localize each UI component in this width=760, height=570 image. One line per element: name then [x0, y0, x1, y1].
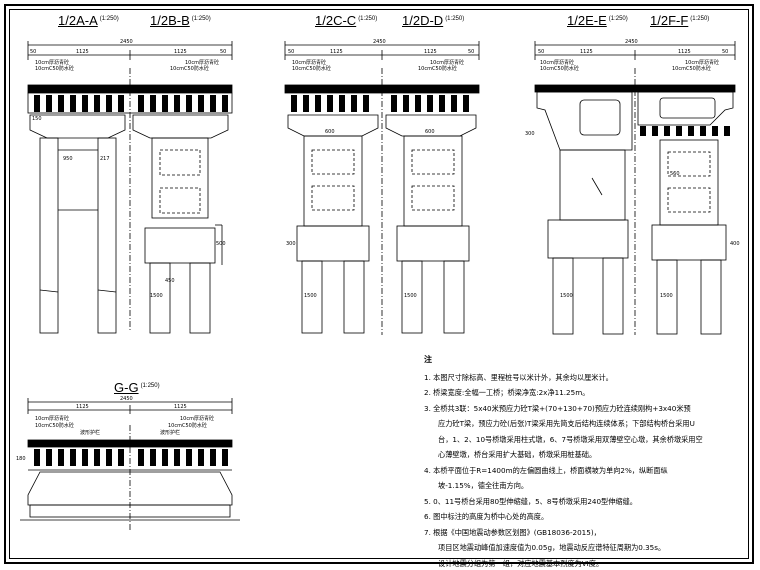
- section-gg: [20, 398, 240, 530]
- layer1-g-left: 10cm厚沥青砼: [35, 415, 69, 422]
- section-title-f: 1/2F-F(1:250): [650, 13, 710, 28]
- note-line: 2. 桥梁宽度:全幅一工桥；桥梁净宽:2x净11.25m。: [424, 388, 590, 397]
- dim-cap-d-f: 400: [730, 241, 740, 247]
- note-line: 项目区地震动峰值加速度值为0.05g，地震动反应谱特征周期为0.35s。: [438, 543, 666, 552]
- dim-cap-b: 500: [216, 241, 226, 247]
- layer2-ef-left: 10cmC50防水砼: [540, 65, 579, 72]
- dim-v3-e: 300: [525, 131, 535, 137]
- note-line: 坡-1.15%，德全往南方向。: [438, 481, 529, 490]
- dim-half-g-left: 1125: [76, 404, 89, 410]
- inner-frame: [9, 9, 749, 559]
- dim-pier-w-c: 600: [325, 129, 335, 135]
- layer1-cd-right: 10cm厚沥青砼: [430, 59, 464, 66]
- dim-pile-f: 1500: [660, 293, 673, 299]
- dim-half-g-right: 1125: [174, 404, 187, 410]
- dim-edge-ef-left: 50: [538, 49, 544, 55]
- notes-heading: 注: [424, 355, 432, 364]
- layer2-ab-left: 10cmC50防水砼: [35, 65, 74, 72]
- section-ef: [534, 41, 736, 335]
- note-line: 设计地震分组为第一组，对应地震基本烈度为VI度。: [438, 558, 604, 568]
- layer2-cd-left: 10cmC50防水砼: [292, 65, 331, 72]
- dim-total-ab: 2450: [120, 39, 133, 45]
- dim-pile-b: 1500: [150, 293, 163, 299]
- dim-pier-w-d: 600: [425, 129, 435, 135]
- dim-edge-ab-right: 50: [220, 49, 226, 55]
- layer1-ab-left: 10cm厚沥青砼: [35, 59, 69, 66]
- layer2-g-right: 10cmC50防水砼: [168, 422, 207, 429]
- note-line: 心薄壁墩，桥台采用扩大基础，桥墩采用桩基础。: [438, 450, 597, 459]
- note-line: 4. 本桥平面位于R=1400m的左偏圆曲线上，桥面横坡为单向2%，纵断面纵: [424, 465, 668, 475]
- layer2-ab-right: 10cmC50防水砼: [170, 65, 209, 72]
- layer1-ef-right: 10cm厚沥青砼: [685, 59, 719, 66]
- notes-block: 注 1. 本图尺寸除标高、里程桩号以米计外，其余均以厘米计。 2. 桥梁宽度:全…: [424, 352, 734, 570]
- section-title-g: G-G(1:250): [114, 380, 160, 395]
- dim-edge-ab-left: 50: [30, 49, 36, 55]
- section-title-c: 1/2C-C(1:250): [315, 13, 378, 28]
- dim-pier-gap-a: 950: [63, 156, 73, 162]
- dim-total-ef: 2450: [625, 39, 638, 45]
- note-line: 3. 全桥共3联：5x40米预应力砼T梁+(70+130+70)预应力砼连续刚构…: [424, 403, 691, 413]
- dim-half-ef-left: 1125: [580, 49, 593, 55]
- dim-col-b: 450: [165, 278, 175, 284]
- dim-half-cd-right: 1125: [424, 49, 437, 55]
- layer2-ef-right: 10cmC50防水砼: [672, 65, 711, 72]
- dim-edge-cd-right: 50: [468, 49, 474, 55]
- dim-v2-g: 180: [16, 456, 26, 462]
- layer1-cd-left: 10cm厚沥青砼: [292, 59, 326, 66]
- note-line: 台，1、2、10号桥墩采用柱式墩，6、7号桥墩采用双薄壁空心墩，其余桥墩采用空: [438, 434, 703, 444]
- note-line: 1. 本图尺寸除标高、里程桩号以米计外，其余均以厘米计。: [424, 372, 613, 382]
- dim-cap-c: 300: [286, 241, 296, 247]
- dim-half-ef-right: 1125: [678, 49, 691, 55]
- dim-side-f: 560: [670, 171, 680, 177]
- dim-pile-c: 1500: [304, 293, 317, 299]
- note-line: 6. 图中标注的高度为桥中心处的高度。: [424, 512, 549, 521]
- dim-total-g: 2450: [120, 396, 133, 402]
- section-title-b: 1/2B-B(1:250): [150, 13, 211, 28]
- section-cd: [284, 41, 480, 335]
- note-line: 5. 0、11号桥台采用80型伸缩缝，5、8号桥墩采用240型伸缩缝。: [424, 496, 637, 506]
- lane-label-g-left: 波形护栏: [80, 429, 100, 436]
- dim-v1-a: 150: [32, 116, 42, 122]
- lane-label-g-right: 波形护栏: [160, 429, 180, 436]
- section-title-e: 1/2E-E(1:250): [567, 13, 628, 28]
- layer2-cd-right: 10cmC50防水砼: [418, 65, 457, 72]
- layer2-g-left: 10cmC50防水砼: [35, 422, 74, 429]
- dim-half-ab-right: 1125: [174, 49, 187, 55]
- section-title-a: 1/2A-A(1:250): [58, 13, 119, 28]
- dim-pile-e: 1500: [560, 293, 573, 299]
- section-ab: [27, 41, 233, 334]
- note-line: 7. 根据《中国地震动参数区划图》(GB18036-2015)，: [424, 527, 601, 537]
- dim-pile-d: 1500: [404, 293, 417, 299]
- dim-total-cd: 2450: [373, 39, 386, 45]
- layer1-g-right: 10cm厚沥青砼: [180, 415, 214, 422]
- note-line: 应力砼T梁，预应力砼(后张)T梁采用先简支后结构连续体系；下部结构桥台采用U: [438, 419, 695, 428]
- dim-half-cd-left: 1125: [330, 49, 343, 55]
- layer1-ef-left: 10cm厚沥青砼: [540, 59, 574, 66]
- dim-edge-cd-left: 50: [288, 49, 294, 55]
- section-title-d: 1/2D-D(1:250): [402, 13, 465, 28]
- dim-edge-ef-right: 50: [722, 49, 728, 55]
- dim-half-ab-left: 1125: [76, 49, 89, 55]
- outer-frame: [4, 4, 754, 564]
- dim-side-a: 217: [100, 156, 110, 162]
- layer1-ab-right: 10cm厚沥青砼: [185, 59, 219, 66]
- dimension-labels: 2450 1125 1125 50 50 10cm厚沥青砼 10cmC50防水砼…: [16, 39, 740, 462]
